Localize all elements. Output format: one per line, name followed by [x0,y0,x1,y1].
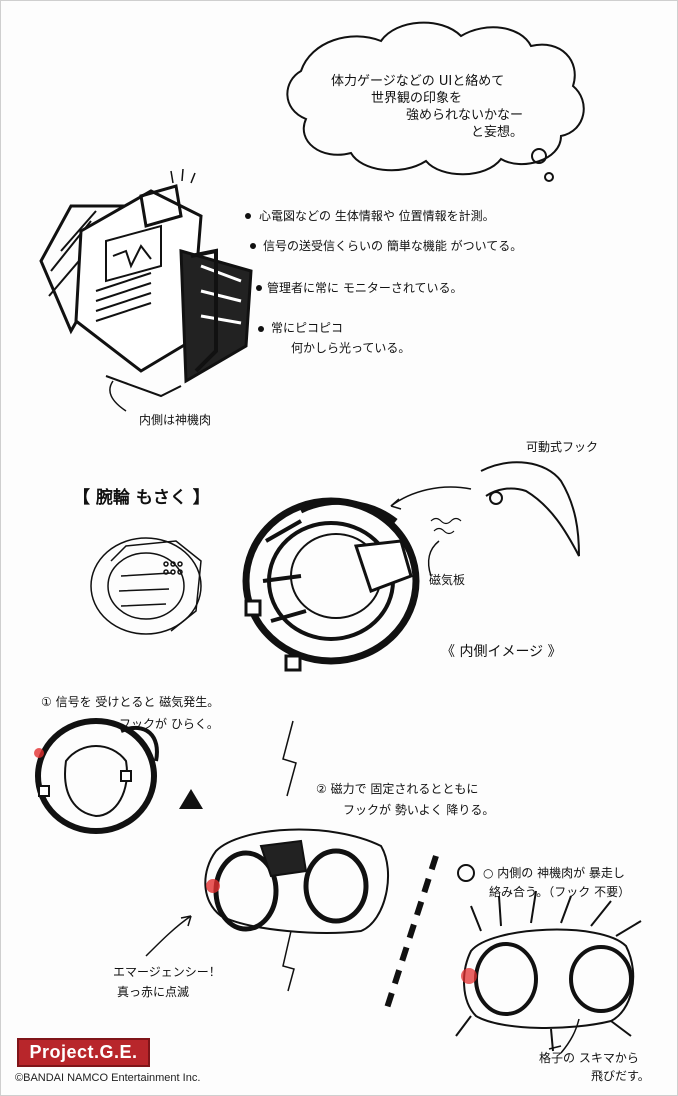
dashed-divider [383,855,439,1012]
lightning-mark [282,930,295,992]
inner-note-arrow [109,380,127,412]
bubble-line: 世界観の印象を [371,91,463,106]
large-bracelet-sketch [242,497,420,672]
gap-note-text: 格子の スキマから [539,1051,639,1065]
step2-text: フックが 勢いよく 降りる。 [343,803,495,817]
bullet-dot [258,326,264,332]
step1-text: ① 信号を 受けとると 磁気発生。 [41,695,220,709]
inner-image-label: 《 内側イメージ 》 [441,644,562,660]
thought-bubble-dot [544,172,554,182]
feature-text: 常にピコピコ [271,321,344,335]
next-arrow-triangle [179,789,203,809]
hook-sketch [480,461,580,557]
red-light [206,879,220,893]
bullet-dot [250,243,256,249]
thought-bubble-outline [286,21,585,176]
lightning-mark [282,720,297,797]
red-light [34,748,44,758]
bracelet-title: 【 腕輪 もさく 】 [73,488,210,508]
bullet-dot [256,285,262,291]
device-emphasis-lines [170,168,196,184]
inner-note: 内側は神機肉 [139,413,212,427]
step3-text: ○ 内側の 神機肉が 暴走し [483,866,625,880]
step1-text: フックが ひらく。 [119,717,219,731]
emergency-text: 真っ赤に点滅 [117,985,190,999]
magnet-label: 磁気板 [429,573,466,587]
step3-text: 絡み合う。（フック 不要） [489,885,631,899]
feature-text: 何かしら光っている。 [291,341,411,355]
gap-note-text: 飛びだす。 [591,1069,650,1083]
step2-text: ② 磁力で 固定されるとともに [316,782,479,796]
bubble-line: と妄想。 [471,125,524,140]
magnet-arrow [427,540,440,577]
bubble-line: 強められないかなー [406,108,524,123]
step3-circle-mark [457,864,475,882]
project-ge-logo: Project.G.E. [17,1038,150,1067]
magnet-wave [430,517,462,535]
bullet-dot [245,213,251,219]
hook-arrow [390,486,472,507]
emergency-arrow [145,915,192,957]
step1-bracelet-sketch [35,718,159,834]
hook-label: 可動式フック [526,440,599,454]
feature-text: 信号の送受信くらいの 簡単な機能 がついてる。 [263,239,523,253]
red-light [461,968,477,984]
thought-bubble-dot [531,148,547,164]
small-bracelet-sketch [90,537,202,635]
copyright-text: ©BANDAI NAMCO Entertainment Inc. [15,1072,201,1084]
gap-note-arrow [560,1018,580,1054]
step2-bracelet-sketch [204,828,389,934]
feature-text: 心電図などの 生体情報や 位置情報を計測。 [259,209,495,223]
thought-bubble-text: 体力ゲージなどの UIと絡めて 世界観の印象を 強められないかなー と妄想。 [331,73,531,141]
feature-text: 管理者に常に モニターされている。 [267,281,463,295]
step3-bracelet-sketch [455,890,642,1052]
emergency-text: エマージェンシー！ [113,965,221,979]
bubble-line: 体力ゲージなどの UIと絡めて [331,74,505,89]
device-sketch [39,184,253,398]
